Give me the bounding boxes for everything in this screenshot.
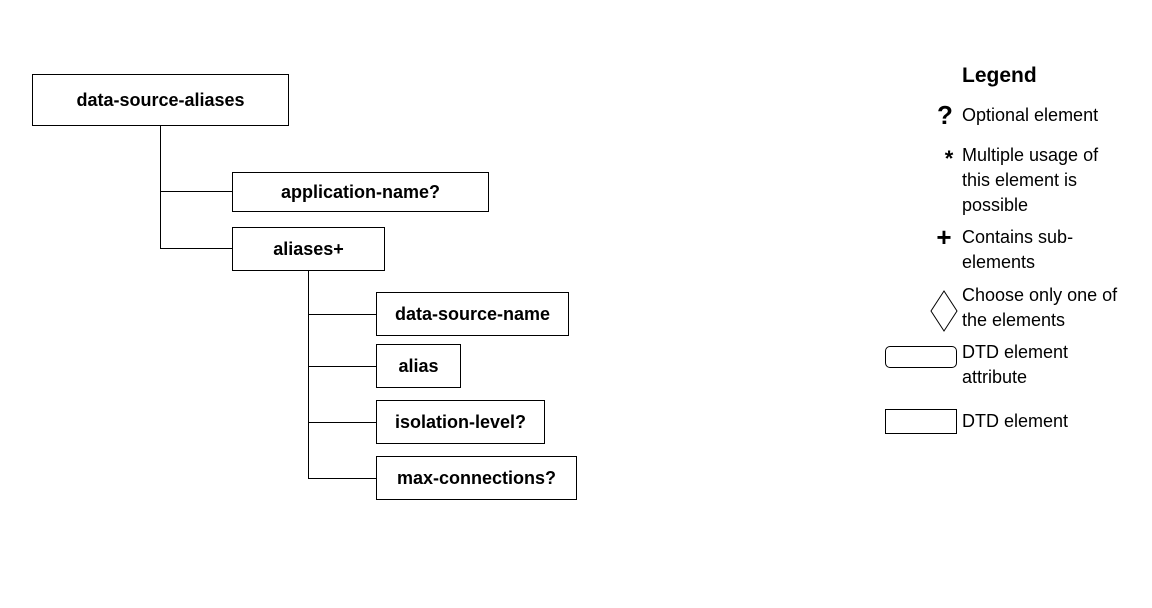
node-application-name: application-name? — [232, 172, 489, 212]
connector-application-name — [160, 191, 233, 192]
connector-data-source-name — [308, 314, 377, 315]
choice-diamond-icon — [930, 290, 958, 332]
attribute-text: DTD element attribute — [962, 342, 1069, 387]
element-box-icon — [885, 409, 957, 434]
node-alias: alias — [376, 344, 461, 388]
node-aliases: aliases+ — [232, 227, 385, 271]
connector-aliases-vertical — [308, 270, 309, 479]
choose-one-text: Choose only one of the elements — [962, 285, 1118, 330]
contains-symbol: + — [936, 222, 952, 252]
connector-isolation-level — [308, 422, 377, 423]
node-data-source-aliases: data-source-aliases — [32, 74, 289, 126]
multiple-usage-text: Multiple usage of this element is possib… — [962, 145, 1099, 215]
contains-sub-elements-text: Contains sub-elements — [962, 227, 1074, 272]
node-data-source-name: data-source-name — [376, 292, 569, 336]
multiple-symbol: * — [944, 146, 954, 171]
element-text: DTD element — [962, 411, 1069, 431]
optional-symbol: ? — [937, 100, 953, 130]
connector-root-vertical — [160, 125, 161, 249]
node-isolation-level: isolation-level? — [376, 400, 545, 444]
legend-title: Legend — [962, 64, 1037, 87]
connector-alias — [308, 366, 377, 367]
attribute-box-icon — [885, 346, 957, 368]
connector-max-connections — [308, 478, 377, 479]
connector-aliases — [160, 248, 233, 249]
node-max-connections: max-connections? — [376, 456, 577, 500]
optional-element-text: Optional element — [962, 105, 1099, 125]
